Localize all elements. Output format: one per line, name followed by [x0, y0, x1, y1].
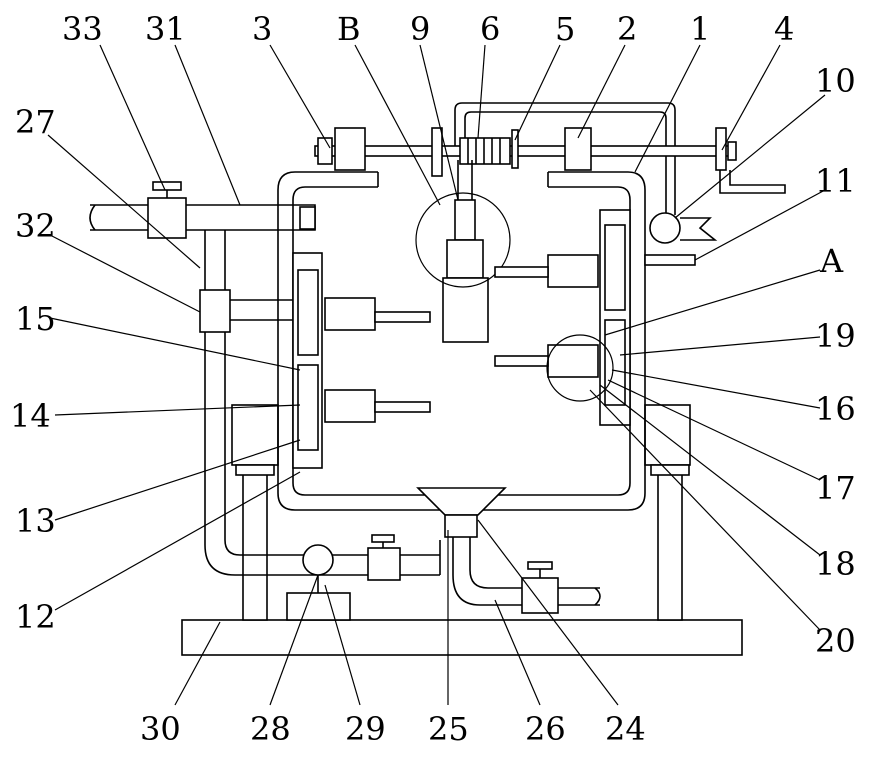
label-28: 28: [250, 710, 291, 748]
left-clamp-assembly: [293, 253, 430, 468]
inlet-pipe: [90, 182, 315, 238]
label-25: 25: [428, 710, 469, 748]
label-26: 26: [525, 710, 566, 748]
label-17: 17: [815, 469, 856, 507]
label-12: 12: [15, 598, 56, 636]
label-24: 24: [605, 710, 646, 748]
label-19: 19: [815, 317, 856, 355]
top-shaft: [315, 128, 785, 193]
label-20: 20: [815, 622, 856, 660]
label-18: 18: [815, 545, 856, 583]
label-9: 9: [410, 10, 430, 48]
label-27: 27: [15, 103, 56, 141]
label-4: 4: [774, 10, 794, 48]
right-pump: [645, 213, 715, 265]
label-3: 3: [252, 10, 272, 48]
label-15: 15: [15, 300, 56, 338]
label-a: A: [819, 242, 844, 280]
funnel-outlet: [418, 488, 600, 613]
label-1: 1: [690, 10, 710, 48]
label-32: 32: [15, 207, 56, 245]
label-10: 10: [815, 62, 856, 100]
label-2: 2: [617, 10, 637, 48]
label-33: 33: [62, 10, 103, 48]
label-14: 14: [10, 397, 51, 435]
label-b: B: [337, 10, 361, 48]
label-5: 5: [555, 10, 575, 48]
label-11: 11: [815, 162, 856, 200]
label-16: 16: [815, 390, 856, 428]
base-plate: [182, 620, 742, 655]
label-6: 6: [480, 10, 500, 48]
label-31: 31: [145, 10, 186, 48]
spring: [460, 130, 518, 168]
label-30: 30: [140, 710, 181, 748]
label-13: 13: [15, 502, 56, 540]
label-29: 29: [345, 710, 386, 748]
